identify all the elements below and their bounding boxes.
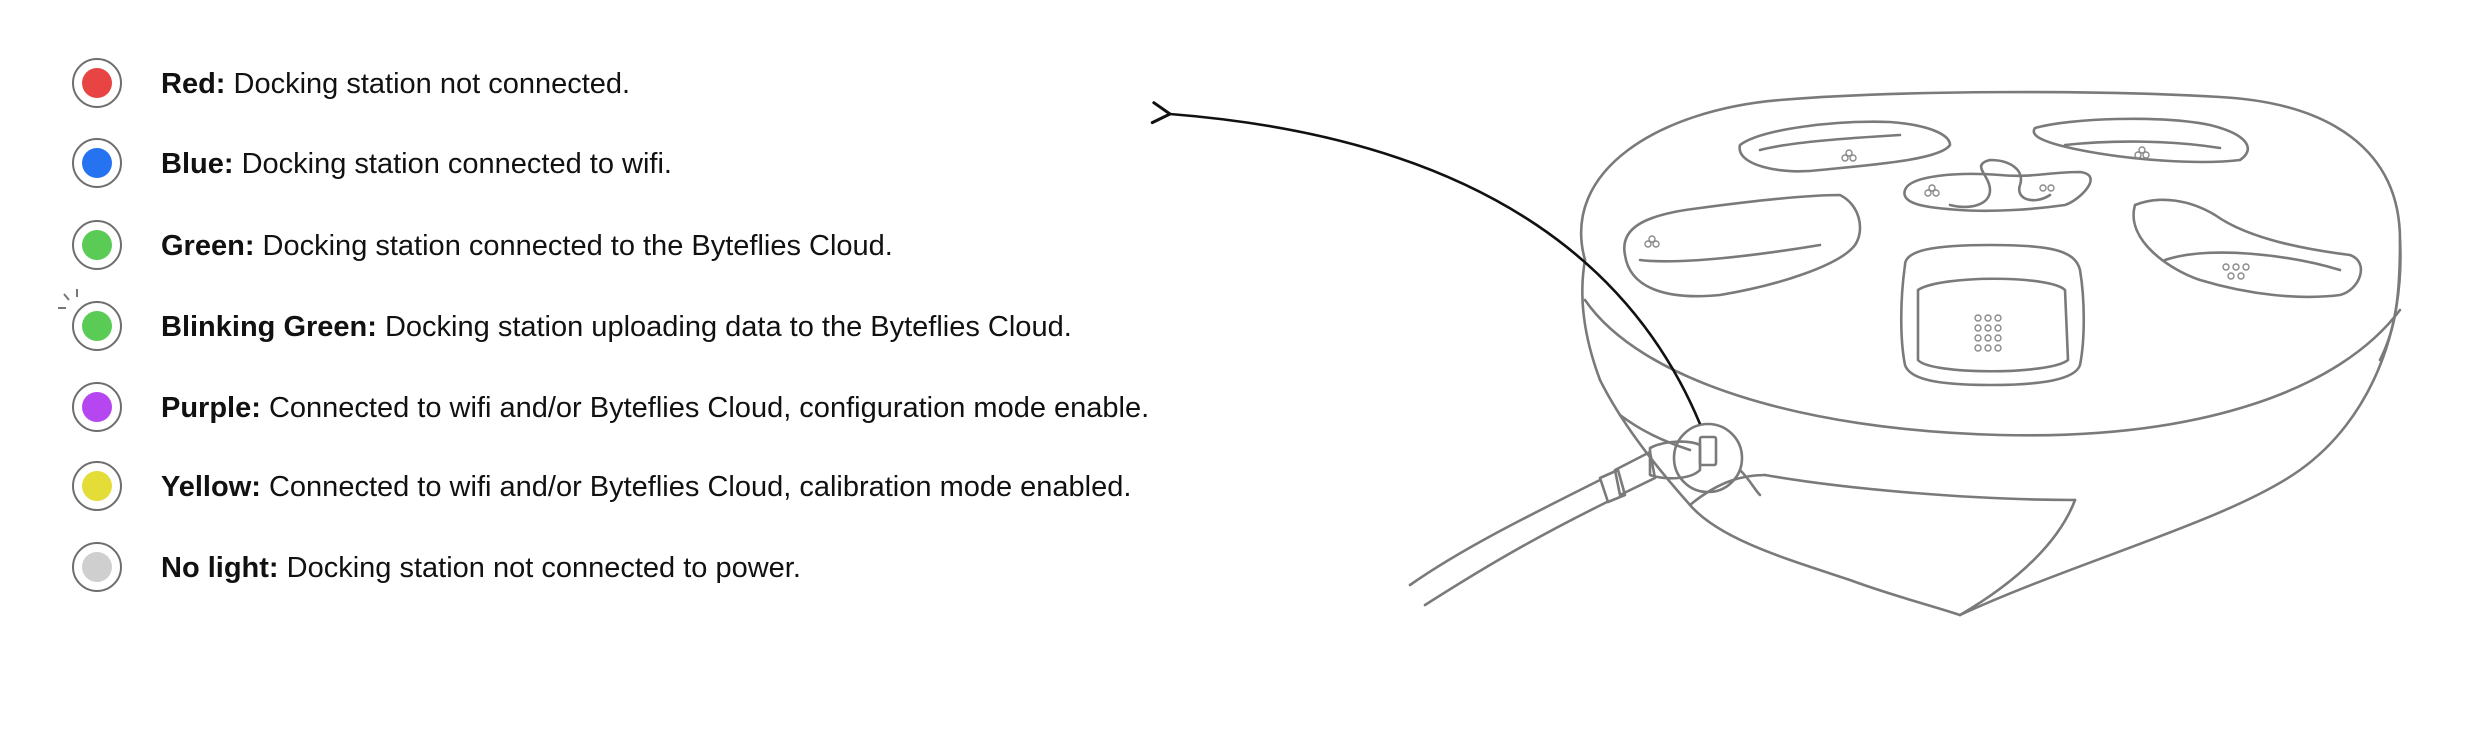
legend-label: No light:: [161, 552, 279, 584]
yellow-led-dot: [82, 471, 112, 501]
docking-station-body: [1408, 90, 2402, 617]
legend-item-red: Red: Docking station not connected.: [70, 56, 1270, 116]
blue-led-dot: [82, 148, 112, 178]
legend-label: Green:: [161, 230, 255, 262]
no-light-led-icon: [72, 542, 122, 592]
no-light-led-dot: [82, 552, 112, 582]
red-led-icon: [72, 58, 122, 108]
legend-item-no-light: No light: Docking station not connected …: [70, 540, 1270, 600]
blue-led-icon: [72, 138, 122, 188]
legend-description: Docking station uploading data to the By…: [384, 311, 1072, 343]
legend-description: Docking station connected to wifi.: [241, 148, 672, 180]
legend-text-blue: Blue: Docking station connected to wifi.: [161, 149, 672, 179]
legend-text-red: Red: Docking station not connected.: [161, 69, 630, 99]
legend-label: Yellow:: [161, 471, 261, 503]
legend-description: Connected to wifi and/or Byteflies Cloud…: [268, 471, 1132, 503]
legend-item-green: Green: Docking station connected to the …: [70, 218, 1270, 278]
purple-led-icon: [72, 382, 122, 432]
legend-label: Red:: [161, 68, 226, 100]
legend-description: Docking station not connected to power.: [286, 552, 801, 584]
legend-description: Connected to wifi and/or Byteflies Cloud…: [268, 392, 1150, 424]
legend-item-purple: Purple: Connected to wifi and/or Bytefli…: [70, 380, 1270, 440]
pointer-arrow: [1150, 101, 1702, 425]
green-led-dot: [82, 230, 112, 260]
legend-item-blue: Blue: Docking station connected to wifi.: [70, 136, 1270, 196]
legend-label: Purple:: [161, 392, 261, 424]
blinking-green-led-dot: [82, 311, 112, 341]
blinking-green-led-icon: [72, 301, 122, 351]
green-led-icon: [72, 220, 122, 270]
legend-item-blinking-green: Blinking Green: Docking station uploadin…: [58, 289, 1270, 359]
legend-description: Docking station not connected.: [233, 68, 631, 100]
purple-led-dot: [82, 392, 112, 422]
slot-dot-patterns: [1644, 146, 2250, 352]
legend-label: Blinking Green:: [161, 311, 377, 343]
legend-item-yellow: Yellow: Connected to wifi and/or Bytefli…: [70, 459, 1270, 519]
legend-text-no-light: No light: Docking station not connected …: [161, 553, 801, 583]
legend-text-blinking-green: Blinking Green: Docking station uploadin…: [161, 312, 1072, 342]
yellow-led-icon: [72, 461, 122, 511]
legend-label: Blue:: [161, 148, 234, 180]
legend-text-purple: Purple: Connected to wifi and/or Bytefli…: [161, 393, 1149, 423]
legend-text-green: Green: Docking station connected to the …: [161, 231, 893, 261]
red-led-dot: [82, 68, 112, 98]
blink-rays-icon: [58, 289, 78, 309]
legend-text-yellow: Yellow: Connected to wifi and/or Bytefli…: [161, 472, 1131, 502]
legend-description: Docking station connected to the Bytefli…: [262, 230, 893, 262]
